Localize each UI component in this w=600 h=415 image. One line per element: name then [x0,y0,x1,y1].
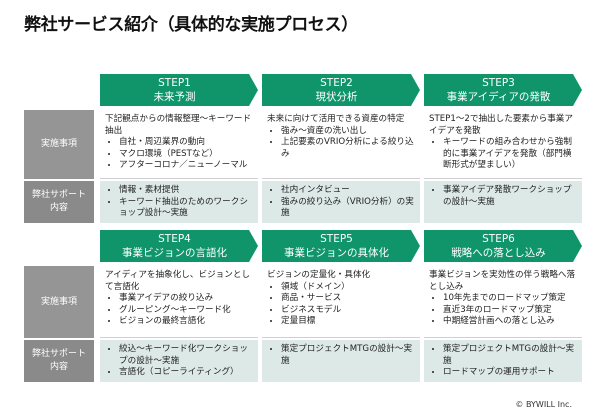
implementation-item: 直近3年のロードマップ策定 [443,305,577,317]
row-label-text: 弊社サポート [31,349,86,359]
support-item: キーワード抽出のためのワークショップ設計～実施 [119,197,253,220]
step-header-5: STEP5 事業ビジョンの具体化 [262,230,420,262]
step-1-implementation: 下記観点からの情報整理～キーワード抽出自社・周辺業界の動向マクロ環境（PESTな… [100,110,258,179]
implementation-item: 自社・周辺業界の動向 [119,137,253,149]
row-label-text: 実施事項 [40,139,77,149]
implementation-item: グルーピング～キーワード化 [119,305,253,317]
implementation-item: マクロ環境（PESTなど） [119,149,253,161]
step-header-2: STEP2 現状分析 [262,74,420,106]
implementation-intro: 事業ビジョンを実効性の伴う戦略へ落とし込み [429,270,576,292]
page-title: 弊社サービス紹介（具体的な実施プロセス） [24,15,358,35]
support-item: 強みの絞り込み（VRIO分析）の実施 [281,197,415,220]
step-header-1: STEP1 未来予測 [100,74,258,106]
implementation-item: ビジョンの最終言語化 [119,316,253,328]
step-number: STEP1 [158,77,191,89]
step-header-6: STEP6 戦略への落とし込み [424,230,582,262]
implementation-item: 商品・サービス [281,293,415,305]
support-item: 策定プロジェクトMTGの設計～実施 [443,344,577,367]
implementation-item: 定量目標 [281,316,415,328]
step-number: STEP2 [320,77,353,89]
implementation-item: ビジネスモデル [281,305,415,317]
support-item: 社内インタビュー [281,185,415,197]
step-header-3: STEP3 事業アイディアの発散 [424,74,582,106]
step-name: 事業ビジョンの言語化 [122,247,227,259]
step-4-implementation: アイディアを抽象化し、ビジョンとして言語化事業アイデアの絞り込みグルーピング～キ… [100,266,258,338]
step-name: 戦略への落とし込み [451,247,546,259]
step-number: STEP5 [320,233,353,245]
support-item: 策定プロジェクトMTGの設計～実施 [281,344,415,367]
step-6-implementation: 事業ビジョンを実効性の伴う戦略へ落とし込み10年先までのロードマップ策定直近3年… [424,266,582,338]
step-header-4: STEP4 事業ビジョンの言語化 [100,230,258,262]
step-name: 事業ビジョンの具体化 [284,247,389,259]
implementation-item: アフターコロナ／ニューノーマル [119,160,253,172]
implementation-intro: 下記観点からの情報整理～キーワード抽出 [105,114,252,136]
chevron-right-icon [573,74,582,106]
implementation-item: 中期経営計画への落とし込み [443,316,577,328]
step-6-support: 策定プロジェクトMTGの設計～実施ロードマップの運用サポート [424,340,582,382]
step-5-implementation: ビジョンの定量化・具体化領域（ドメイン）商品・サービスビジネスモデル定量目標 [262,266,420,338]
row-label-text: 弊社サポート [31,190,86,200]
step-name: 現状分析 [315,91,358,103]
step-5-support: 策定プロジェクトMTGの設計～実施 [262,340,420,382]
implementation-item: 強み～資産の洗い出し [281,126,415,138]
implementation-intro: STEP1～2で抽出した要素から事業アイデアを発散 [429,114,573,136]
row-label-implementation: 実施事項 [24,266,94,338]
chevron-right-icon [411,230,420,262]
step-name: 未来予測 [153,91,196,103]
row-label-support: 弊社サポート 内容 [24,181,94,223]
implementation-item: 上記要素のVRIO分析による絞り込み [281,137,415,160]
row-label-support: 弊社サポート 内容 [24,340,94,382]
copyright: © BYWILL Inc. [515,400,572,409]
step-1-support: 情報・素材提供キーワード抽出のためのワークショップ設計～実施 [100,181,258,223]
support-item: 情報・素材提供 [119,185,253,197]
chevron-right-icon [249,230,258,262]
row-label-text: 内容 [49,362,68,372]
implementation-item: 領域（ドメイン） [281,282,415,294]
step-3-support: 事業アイデア発散ワークショップの設計～実施 [424,181,582,223]
chevron-right-icon [411,74,420,106]
implementation-intro: ビジョンの定量化・具体化 [267,270,371,280]
row-label-text: 内容 [49,203,68,213]
implementation-item: キーワードの組み合わせから強制的に事業アイデアを発散（部門横断形式が望ましい） [443,137,577,172]
implementation-intro: 未来に向けて活用できる資産の特定 [267,114,405,124]
step-3-implementation: STEP1～2で抽出した要素から事業アイデアを発散キーワードの組み合わせから強制… [424,110,582,179]
step-2-support: 社内インタビュー強みの絞り込み（VRIO分析）の実施 [262,181,420,223]
step-name: 事業アイディアの発散 [446,91,551,103]
support-item: ロードマップの運用サポート [443,367,577,379]
support-item: 絞込～キーワード化ワークショップの設計～実施 [119,344,253,367]
support-item: 事業アイデア発散ワークショップの設計～実施 [443,185,577,208]
step-number: STEP4 [158,233,191,245]
step-2-implementation: 未来に向けて活用できる資産の特定強み～資産の洗い出し上記要素のVRIO分析による… [262,110,420,179]
row-label-implementation: 実施事項 [24,110,94,179]
row-label-text: 実施事項 [40,296,77,307]
implementation-item: 事業アイデアの絞り込み [119,293,253,305]
implementation-intro: アイディアを抽象化し、ビジョンとして言語化 [105,270,251,292]
implementation-item: 10年先までのロードマップ策定 [443,293,577,305]
step-number: STEP3 [482,77,515,89]
chevron-right-icon [573,230,582,262]
step-4-support: 絞込～キーワード化ワークショップの設計～実施言語化（コピーライティング） [100,340,258,382]
chevron-right-icon [249,74,258,106]
support-item: 言語化（コピーライティング） [119,367,253,379]
step-number: STEP6 [482,233,515,245]
